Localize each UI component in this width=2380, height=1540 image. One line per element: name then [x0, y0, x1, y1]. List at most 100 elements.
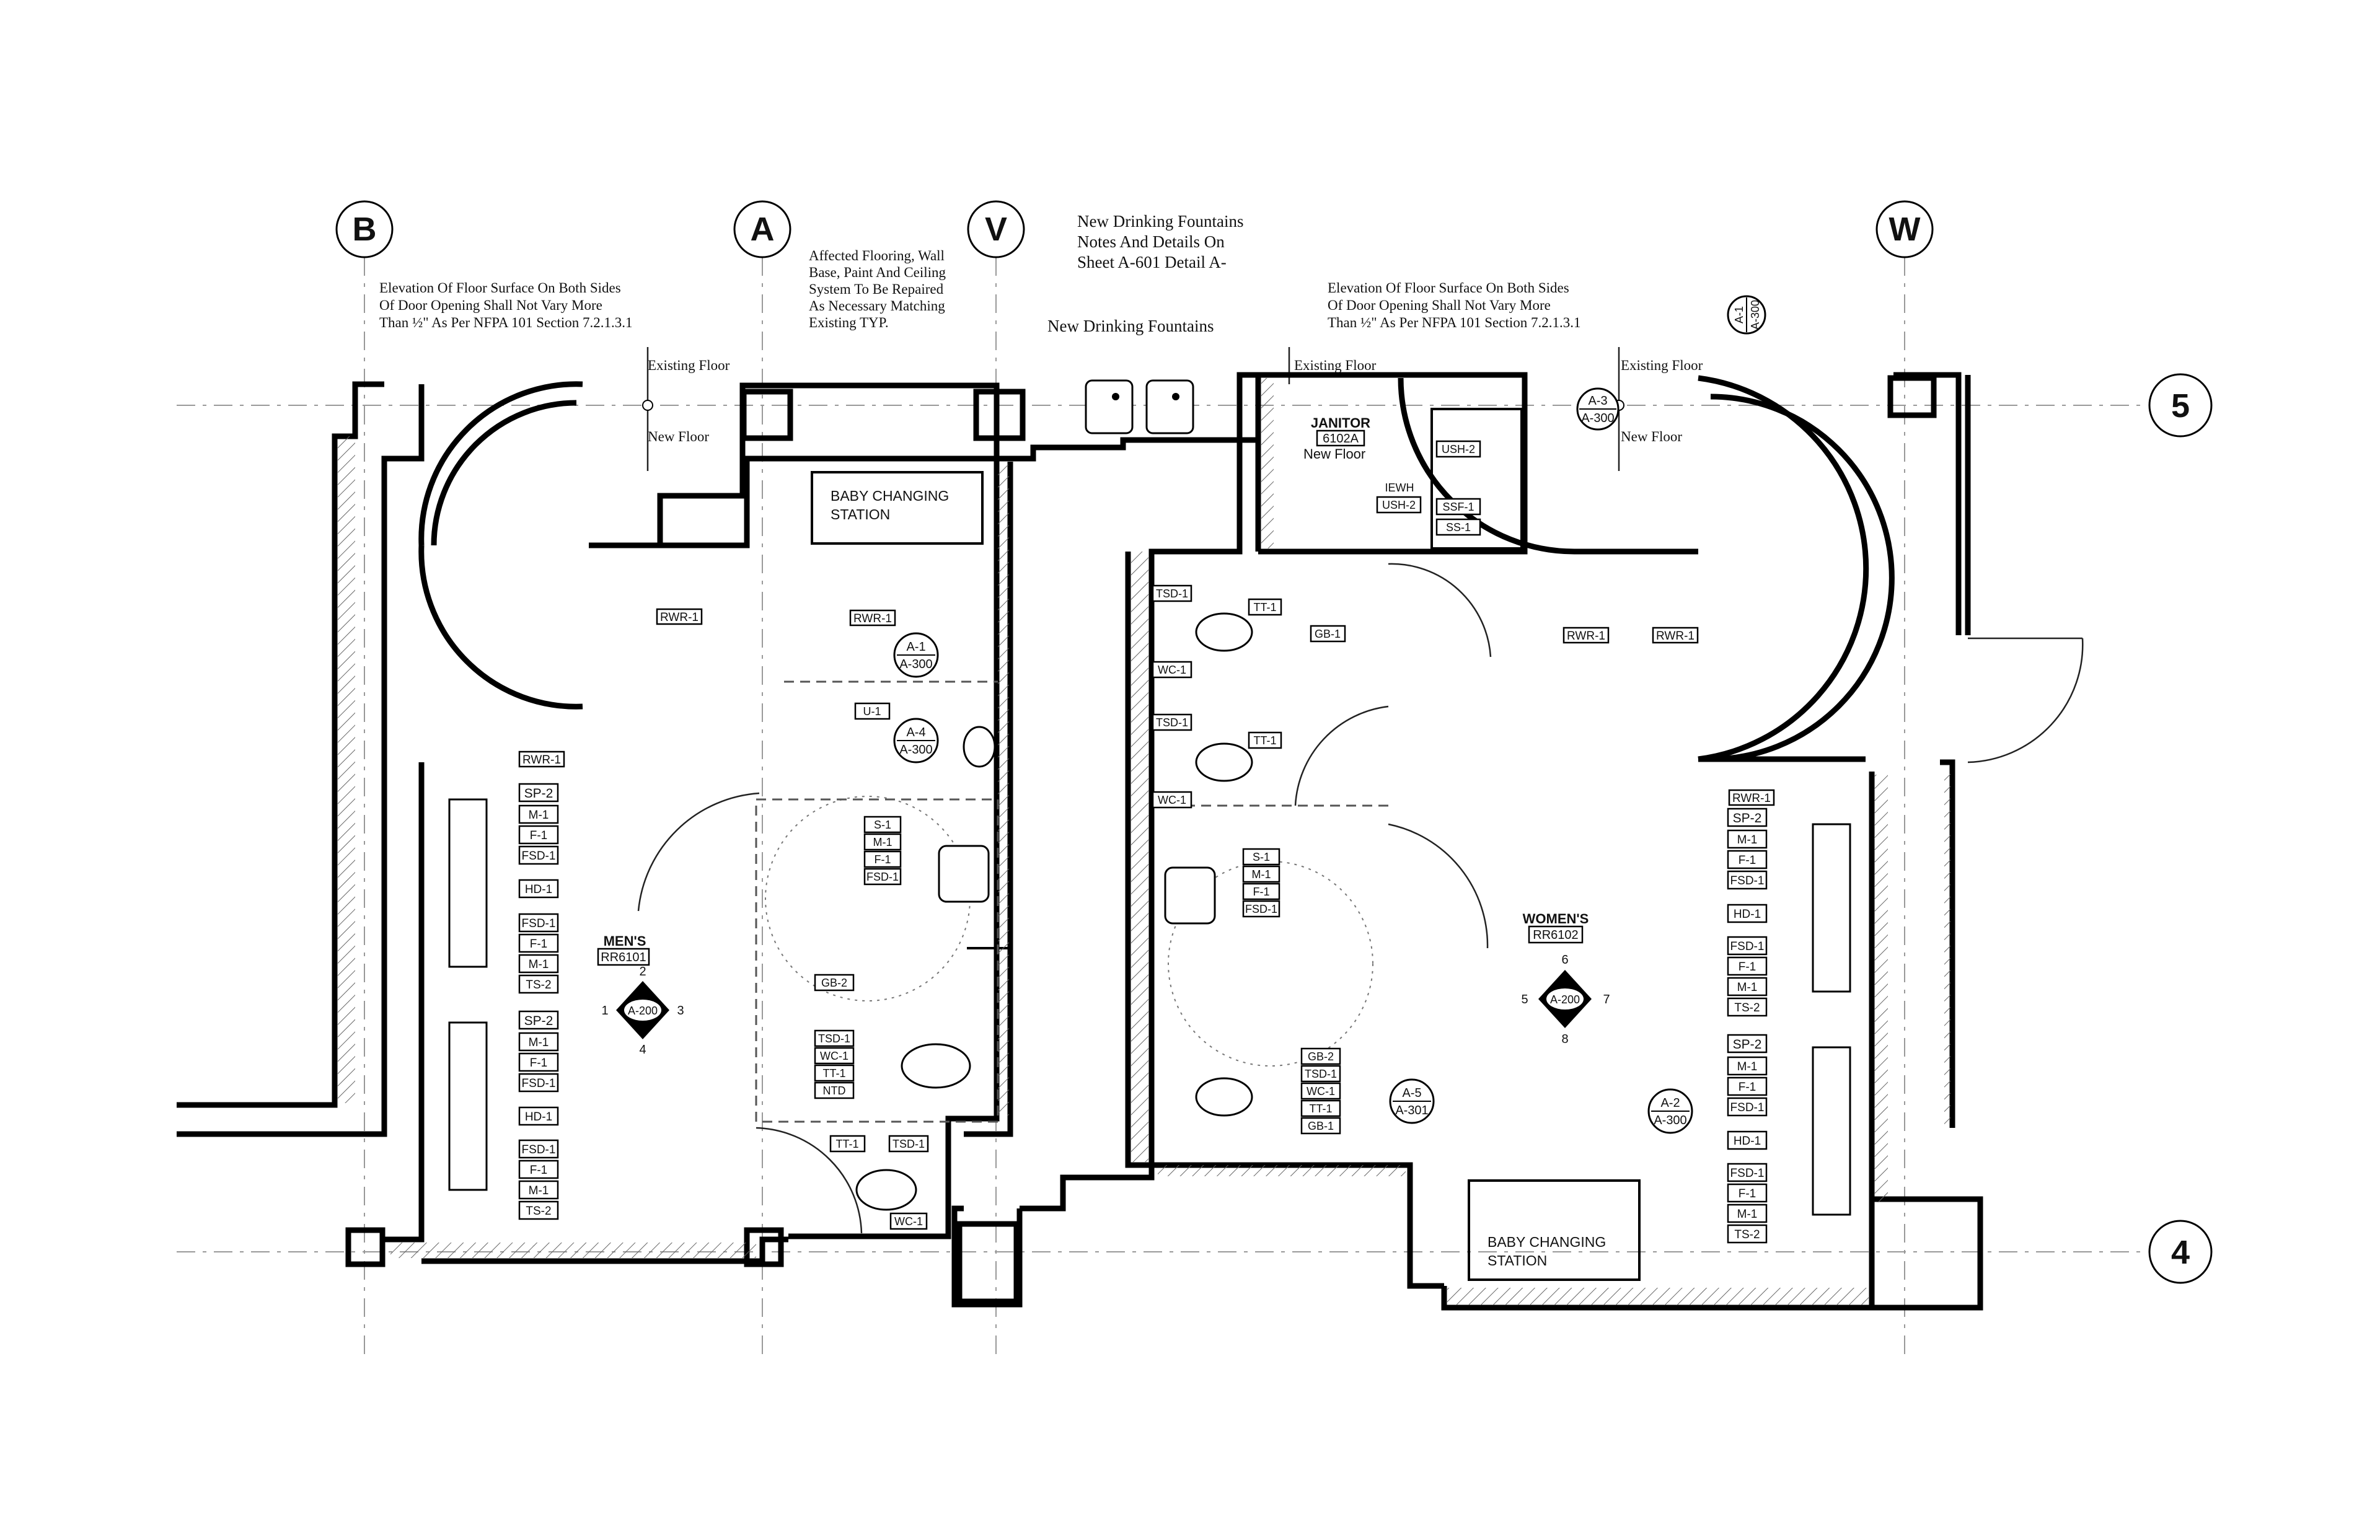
svg-text:F-1: F-1 [530, 829, 548, 842]
svg-text:WC-1: WC-1 [1307, 1085, 1335, 1098]
svg-text:System To Be Repaired: System To Be Repaired [809, 281, 944, 297]
tag-wc1: WC-1 [889, 1212, 928, 1230]
svg-text:Affected Flooring, Wall: Affected Flooring, Wall [809, 248, 945, 263]
svg-text:M-1: M-1 [1737, 981, 1758, 994]
tag-tt1: TT-1 [829, 1135, 866, 1153]
tag-rwr-5: RWR-1 [1652, 627, 1699, 644]
svg-text:A-300: A-300 [899, 658, 932, 671]
tag-stack-mens-stall: TSD-1 WC-1 TT-1 NTD [814, 1029, 855, 1099]
svg-text:TS-2: TS-2 [526, 979, 551, 992]
svg-text:SSF-1: SSF-1 [1442, 501, 1474, 513]
svg-text:FSD-1: FSD-1 [1730, 1167, 1765, 1180]
svg-text:FSD-1: FSD-1 [1245, 903, 1277, 915]
svg-text:U-1: U-1 [863, 705, 881, 718]
svg-text:RR6101: RR6101 [601, 951, 646, 964]
svg-text:FSD-1: FSD-1 [522, 917, 556, 930]
tag-rwr-2: RWR-1 [849, 609, 896, 627]
svg-text:STATION: STATION [1488, 1252, 1547, 1269]
svg-text:TT-1: TT-1 [835, 1138, 858, 1150]
svg-text:FSD-1: FSD-1 [1730, 940, 1765, 953]
svg-text:RWR-1: RWR-1 [853, 612, 892, 625]
floor-marker-center: Existing Floor [1288, 347, 1377, 384]
tag-gb2: GB-2 [814, 974, 855, 992]
tag-stack-womens-stall-1: TSD-1 TT-1 WC-1 [1152, 584, 1282, 679]
svg-text:A-2: A-2 [1660, 1096, 1680, 1110]
tag-stack-womens-top: SP-2 M-1 F-1 FSD-1 HD-1 FSD-1 F-1 M-1 TS… [1727, 807, 1768, 1017]
svg-text:Than ½" As Per NFPA 101 Sectio: Than ½" As Per NFPA 101 Section 7.2.1.3.… [1328, 315, 1581, 330]
tag-rwr-3: RWR-1 [518, 750, 565, 768]
svg-text:New Floor: New Floor [1303, 446, 1365, 462]
section-ref-a1: A-1 A-300 [893, 632, 939, 678]
svg-text:WC-1: WC-1 [1158, 794, 1186, 806]
svg-text:JANITOR: JANITOR [1311, 415, 1370, 431]
svg-text:7: 7 [1603, 993, 1610, 1006]
svg-text:F-1: F-1 [1739, 854, 1756, 867]
svg-text:M-1: M-1 [1737, 1208, 1758, 1221]
svg-text:M-1: M-1 [529, 1184, 549, 1197]
svg-text:A-4: A-4 [906, 726, 925, 739]
svg-text:TS-2: TS-2 [1734, 1001, 1760, 1014]
svg-text:1: 1 [601, 1004, 608, 1018]
svg-text:Elevation Of Floor Surface On: Elevation Of Floor Surface On Both Sides [379, 280, 621, 296]
svg-text:W: W [1889, 211, 1921, 248]
svg-text:A-200: A-200 [1550, 993, 1580, 1006]
svg-text:FSD-1: FSD-1 [522, 850, 556, 863]
drinking-fountains [1085, 379, 1194, 434]
tag-stack-womens-sink: S-1 M-1 F-1 FSD-1 [1242, 848, 1280, 918]
svg-text:Of Door Opening Shall Not Vary: Of Door Opening Shall Not Vary More [1328, 297, 1551, 313]
grid-column-B: B [335, 200, 394, 258]
tag-stack-womens-bottom: SP-2 M-1 F-1 FSD-1 HD-1 FSD-1 F-1 M-1 TS… [1727, 1034, 1768, 1244]
section-ref-a1-rotated: A-1 A-300 [1727, 295, 1766, 335]
svg-text:6102A: 6102A [1323, 432, 1359, 446]
svg-text:TSD-1: TSD-1 [1156, 587, 1188, 600]
tag-rwr-4: RWR-1 [1562, 627, 1610, 644]
note-left-elevation: Elevation Of Floor Surface On Both Sides… [379, 280, 633, 330]
section-ref-a5: A-5 A-301 [1389, 1078, 1435, 1124]
svg-text:M-1: M-1 [1737, 1060, 1758, 1073]
svg-text:HD-1: HD-1 [525, 883, 552, 896]
svg-text:BABY CHANGING: BABY CHANGING [831, 488, 949, 504]
svg-text:TSD-1: TSD-1 [1305, 1068, 1337, 1080]
svg-text:WC-1: WC-1 [820, 1050, 848, 1062]
svg-text:TSD-1: TSD-1 [818, 1032, 850, 1045]
svg-text:GB-1: GB-1 [1315, 628, 1341, 640]
svg-text:F-1: F-1 [1739, 961, 1756, 974]
svg-text:USH-2: USH-2 [1442, 443, 1475, 455]
section-ref-a3: A-3 A-300 [1576, 387, 1620, 431]
svg-text:TT-1: TT-1 [1253, 601, 1276, 614]
tag-stack-mens-top: SP-2 M-1 F-1 FSD-1 HD-1 FSD-1 F-1 M-1 TS… [518, 783, 559, 994]
svg-text:F-1: F-1 [1739, 1081, 1756, 1094]
svg-text:F-1: F-1 [1739, 1187, 1756, 1200]
baby-changing-mens: BABY CHANGING STATION [811, 471, 984, 545]
svg-text:Of Door Opening Shall Not Vary: Of Door Opening Shall Not Vary More [379, 297, 602, 313]
svg-text:FSD-1: FSD-1 [866, 871, 899, 883]
svg-text:S-1: S-1 [874, 819, 891, 831]
svg-text:Existing Floor: Existing Floor [648, 358, 730, 373]
tag-gb1: GB-1 [1310, 625, 1346, 643]
svg-text:4: 4 [2171, 1234, 2190, 1271]
svg-text:A-300: A-300 [1749, 300, 1761, 330]
svg-text:A-200: A-200 [628, 1005, 658, 1017]
svg-text:A-300: A-300 [1654, 1114, 1686, 1127]
tag-stack-mens-bottom: SP-2 M-1 F-1 FSD-1 HD-1 FSD-1 F-1 M-1 TS… [518, 1010, 559, 1220]
svg-text:Sheet A-601 Detail A-: Sheet A-601 Detail A- [1077, 253, 1227, 271]
exterior-door [1967, 637, 2084, 763]
svg-text:HD-1: HD-1 [1734, 908, 1761, 921]
walls [177, 372, 1983, 1311]
svg-text:WOMEN'S: WOMEN'S [1523, 911, 1589, 926]
floor-marker-left: Existing Floor New Floor [642, 347, 730, 471]
svg-text:M-1: M-1 [529, 958, 549, 971]
tag-u1: U-1 [854, 702, 891, 720]
svg-text:WC-1: WC-1 [894, 1215, 923, 1228]
grid-column-W: W [1875, 200, 1934, 258]
note-fountain-details: New Drinking Fountains Notes And Details… [1077, 212, 1243, 271]
svg-text:S-1: S-1 [1253, 851, 1270, 863]
svg-text:M-1: M-1 [529, 809, 549, 822]
svg-text:M-1: M-1 [1737, 834, 1758, 847]
svg-text:HD-1: HD-1 [1734, 1135, 1761, 1148]
svg-text:As Necessary Matching: As Necessary Matching [809, 298, 945, 314]
grid-row-4: 4 [2148, 1220, 2213, 1284]
svg-text:F-1: F-1 [875, 853, 891, 866]
floor-marker-right: Existing Floor New Floor [1613, 347, 1703, 471]
